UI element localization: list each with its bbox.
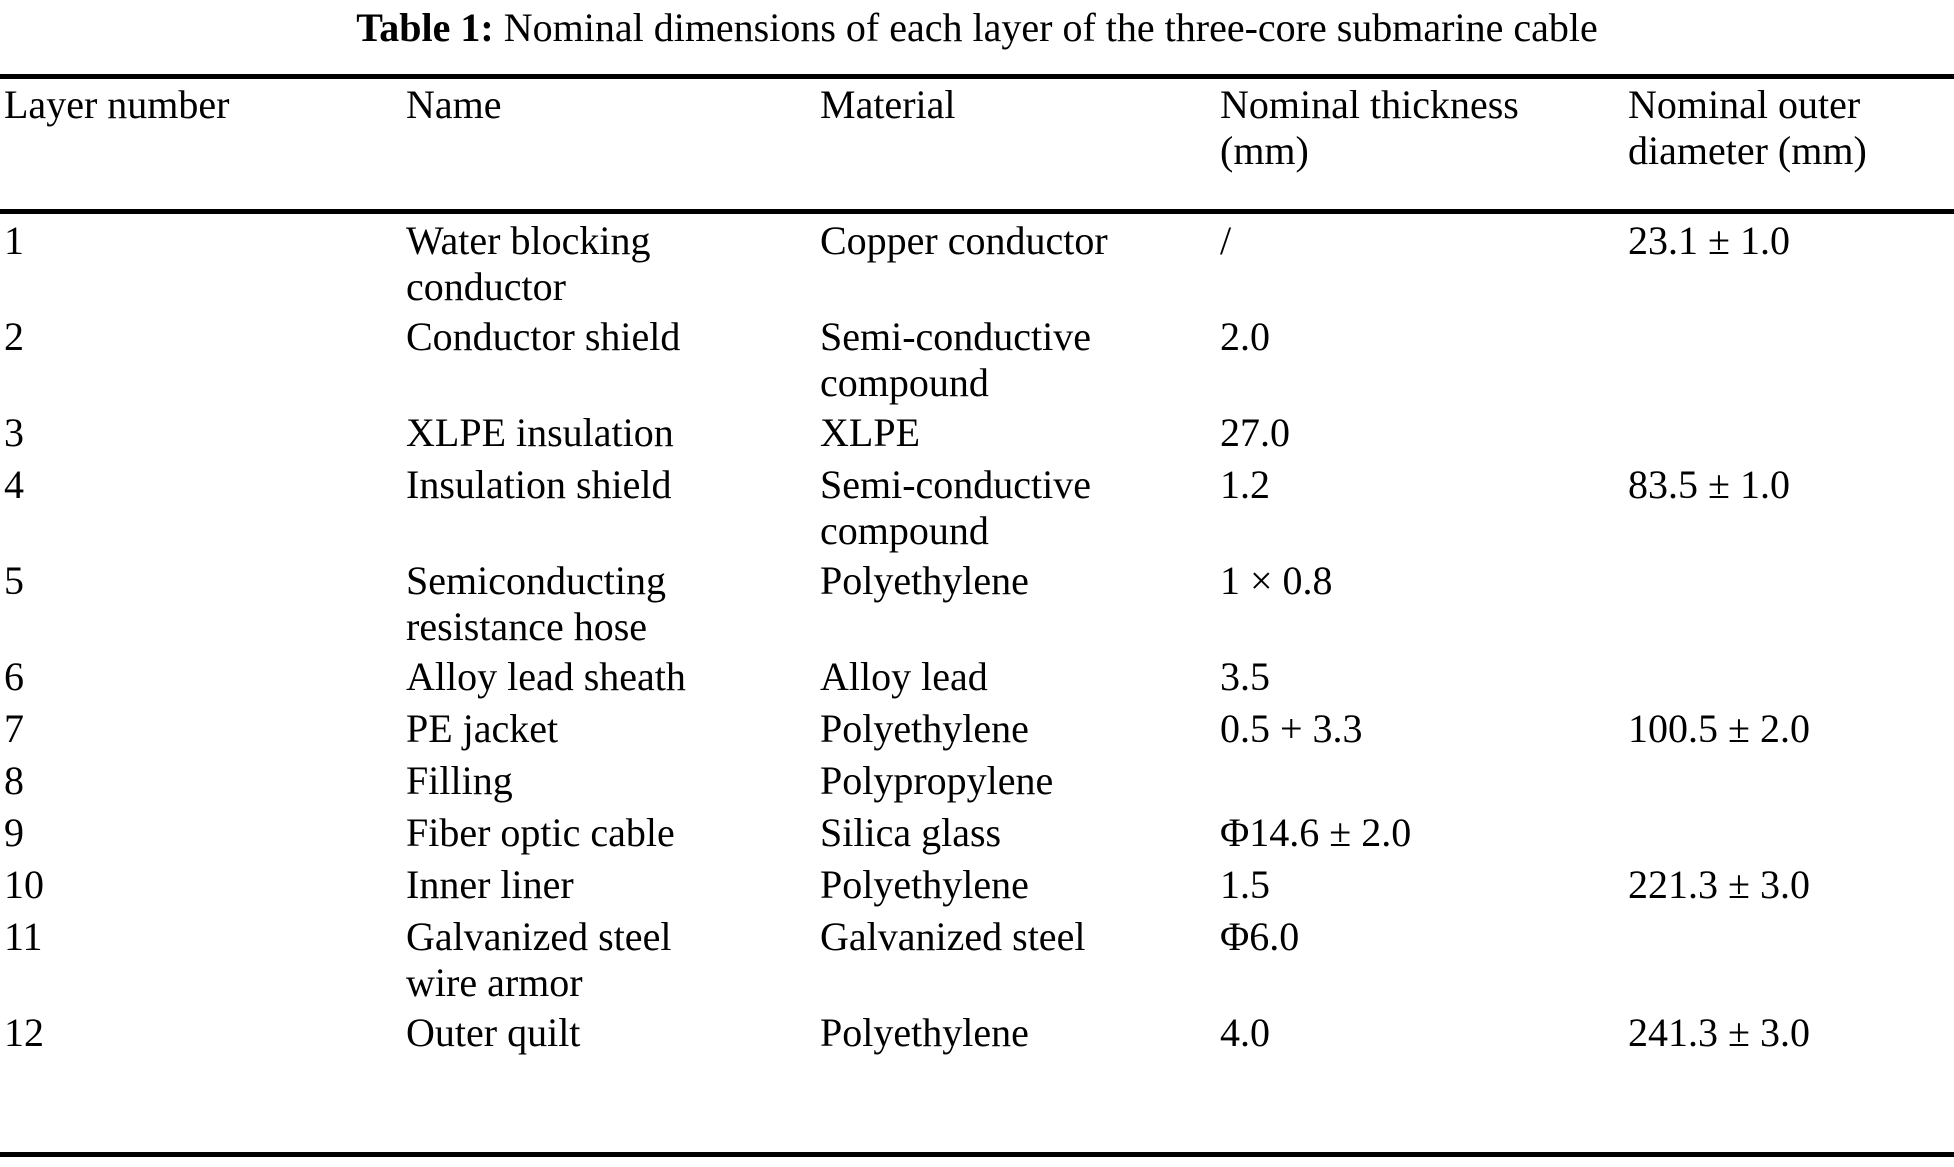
cell-layer-number: 2	[4, 314, 24, 359]
table-row: 3 XLPE insulation XLPE 27.0	[0, 410, 1954, 462]
cell-material: Polyethylene	[820, 706, 1029, 751]
table-row: 9 Fiber optic cable Silica glass Φ14.6 ± 2.…	[0, 810, 1954, 862]
cell-layer-number: 10	[4, 862, 44, 907]
cell-layer-number: 6	[4, 654, 24, 699]
cell-nominal-thickness: Φ14.6 ± 2.0	[1220, 810, 1412, 855]
table-header-row: Layer number Name Material Nominal thick…	[0, 82, 1954, 207]
cell-material: Polyethylene	[820, 1010, 1029, 1055]
cell-nominal-outer-diameter: 241.3 ± 3.0	[1628, 1010, 1810, 1055]
cell-nominal-thickness: 3.5	[1220, 654, 1270, 699]
table-row: 1 Water blocking conductor Copper conducto…	[0, 218, 1954, 314]
cell-nominal-outer-diameter: 83.5 ± 1.0	[1628, 462, 1790, 507]
cell-nominal-outer-diameter: 100.5 ± 2.0	[1628, 706, 1810, 751]
table-row: 6 Alloy lead sheath Alloy lead 3.5	[0, 654, 1954, 706]
cell-material: Galvanized steel	[820, 914, 1086, 959]
table-row: 5 Semiconducting resistance hose Polyethyl…	[0, 558, 1954, 654]
cell-nominal-thickness: 1.2	[1220, 462, 1270, 507]
cell-name: Galvanized steel wire armor	[406, 914, 672, 1005]
cell-layer-number: 12	[4, 1010, 44, 1055]
cell-layer-number: 7	[4, 706, 24, 751]
cell-name: XLPE insulation	[406, 410, 674, 455]
cell-name: PE jacket	[406, 706, 559, 751]
cell-name: Inner liner	[406, 862, 574, 907]
cell-nominal-thickness: /	[1220, 218, 1232, 263]
column-header-name: Name	[406, 82, 502, 127]
cell-nominal-thickness: Φ6.0	[1220, 914, 1300, 959]
cell-layer-number: 9	[4, 810, 24, 855]
cell-name: Fiber optic cable	[406, 810, 675, 855]
table-caption: Table 1: Nominal dimensions of each laye…	[0, 4, 1954, 52]
cell-material: Alloy lead	[820, 654, 988, 699]
cell-name: Alloy lead sheath	[406, 654, 686, 699]
cell-nominal-outer-diameter: 23.1 ± 1.0	[1628, 218, 1790, 263]
table-row: 12 Outer quilt Polyethylene 4.0 241.3 ± 3.0	[0, 1010, 1954, 1062]
cell-nominal-thickness: 1.5	[1220, 862, 1270, 907]
table-row: 10 Inner liner Polyethylene 1.5 221.3 ± 3.0	[0, 862, 1954, 914]
cell-material: Silica glass	[820, 810, 1002, 855]
cell-name: Insulation shield	[406, 462, 672, 507]
cell-nominal-thickness: 4.0	[1220, 1010, 1270, 1055]
cell-layer-number: 11	[4, 914, 43, 959]
column-header-nominal-outer-diameter: Nominal outer diameter (mm)	[1628, 82, 1867, 173]
cell-material: Polypropylene	[820, 758, 1054, 803]
table-caption-text: Nominal dimensions of each layer of the …	[503, 5, 1598, 50]
cell-name: Filling	[406, 758, 513, 803]
table-top-rule	[0, 74, 1954, 79]
cell-nominal-thickness: 1 × 0.8	[1220, 558, 1333, 603]
cell-layer-number: 8	[4, 758, 24, 803]
table-body: 1 Water blocking conductor Copper conducto…	[0, 218, 1954, 1062]
cell-nominal-thickness: 2.0	[1220, 314, 1270, 359]
column-header-material: Material	[820, 82, 956, 127]
table-caption-label: Table 1:	[356, 5, 494, 50]
cell-nominal-outer-diameter: 221.3 ± 3.0	[1628, 862, 1810, 907]
cell-name: Outer quilt	[406, 1010, 581, 1055]
cell-layer-number: 4	[4, 462, 24, 507]
cell-material: XLPE	[820, 410, 920, 455]
table-row: 2 Conductor shield Semi-conductive compoun…	[0, 314, 1954, 410]
cell-material: Semi-conductive compound	[820, 314, 1092, 405]
table-bottom-rule	[0, 1152, 1954, 1157]
table-row: 8 Filling Polypropylene	[0, 758, 1954, 810]
cell-layer-number: 1	[4, 218, 24, 263]
table-header-rule	[0, 209, 1954, 214]
cell-material: Semi-conductive compound	[820, 462, 1092, 553]
cell-material: Copper conductor	[820, 218, 1108, 263]
cell-name: Conductor shield	[406, 314, 681, 359]
cell-material: Polyethylene	[820, 862, 1029, 907]
cell-layer-number: 3	[4, 410, 24, 455]
table-row: 4 Insulation shield Semi-conductive compou…	[0, 462, 1954, 558]
table-row: 7 PE jacket Polyethylene 0.5 + 3.3 100.5 ± 2…	[0, 706, 1954, 758]
cell-nominal-thickness: 27.0	[1220, 410, 1290, 455]
cell-nominal-thickness: 0.5 + 3.3	[1220, 706, 1363, 751]
column-header-nominal-thickness: Nominal thickness (mm)	[1220, 82, 1519, 173]
column-header-layer-number: Layer number	[4, 82, 230, 127]
cell-material: Polyethylene	[820, 558, 1029, 603]
table-row: 11 Galvanized steel wire armor Galvanized …	[0, 914, 1954, 1010]
cell-layer-number: 5	[4, 558, 24, 603]
cell-name: Water blocking conductor	[406, 218, 651, 309]
cell-name: Semiconducting resistance hose	[406, 558, 666, 649]
